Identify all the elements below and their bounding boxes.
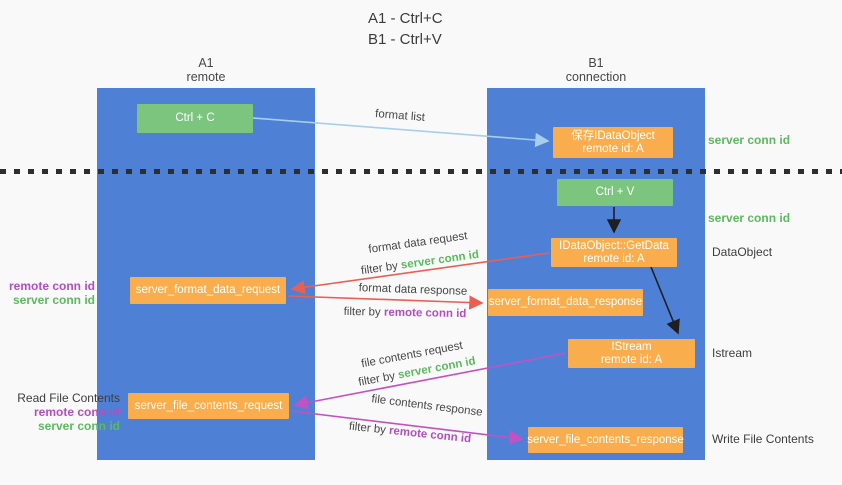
title-line-2: B1 - Ctrl+V	[368, 31, 442, 48]
node-istream-line2: remote id: A	[600, 353, 663, 366]
format-list-arrow	[252, 117, 550, 148]
node-idataobject-getdata: IDataObject::GetData remote id: A	[551, 238, 677, 267]
annotation-write-file-contents: Write File Contents	[712, 432, 814, 446]
node-server-format-data-request: server_format_data_request	[130, 277, 286, 304]
format-data-request-arrow	[290, 252, 550, 295]
node-ctrl-c-label: Ctrl + C	[175, 112, 215, 124]
node-getdata-line2: remote id: A	[583, 252, 645, 265]
node-server-format-data-response: server_format_data_response	[488, 289, 643, 316]
annotation-server-conn-id-lower: server conn id	[37, 419, 120, 433]
annotation-read-file-contents: Read File Contents	[17, 391, 120, 405]
node-save-idataobject: 保存IDataObject remote id: A	[553, 127, 673, 158]
column-b1-id: B1	[588, 56, 604, 70]
node-ctrl-v: Ctrl + V	[557, 179, 673, 206]
getdata-to-istream-arrow	[650, 266, 680, 335]
file-contents-request-arrow	[293, 352, 567, 410]
annotation-remote-conn-id-lower: remote conn id	[33, 405, 120, 419]
annotation-read-file-contents-block: Read File Contents remote conn id server…	[0, 391, 120, 433]
node-file-response-label: server_file_contents_response	[527, 433, 684, 446]
node-ctrl-v-label: Ctrl + V	[595, 186, 635, 198]
column-b1-label: connection	[565, 70, 627, 84]
column-a1-label: remote	[186, 70, 226, 84]
annotation-istream: Istream	[712, 346, 753, 360]
node-save-idataobject-line1: 保存IDataObject	[571, 129, 655, 142]
node-server-file-contents-request: server_file_contents_request	[128, 393, 289, 419]
node-format-request-label: server_format_data_request	[135, 284, 281, 296]
annotation-conn-ids-upper: remote conn id server conn id	[0, 279, 95, 307]
node-istream-line1: IStream	[611, 340, 652, 353]
node-server-file-contents-response: server_file_contents_response	[527, 427, 684, 453]
title-line-1: A1 - Ctrl+C	[368, 10, 443, 27]
annotation-server-conn-id-upper: server conn id	[12, 293, 95, 307]
format-data-response-arrow	[287, 295, 484, 310]
node-save-idataobject-line2: remote id: A	[582, 142, 644, 155]
node-istream: IStream remote id: A	[568, 339, 695, 368]
diagram-title: A1 - Ctrl+C B1 - Ctrl+V	[368, 8, 443, 50]
column-header-b1: B1 connection	[487, 56, 705, 84]
node-format-response-label: server_format_data_response	[488, 296, 643, 308]
annotation-server-conn-id-mid: server conn id	[708, 211, 791, 225]
file-contents-response-arrow	[290, 410, 524, 445]
label-filter-by-text-2: filter by	[343, 305, 381, 319]
node-file-request-label: server_file_contents_request	[134, 399, 283, 412]
column-header-a1: A1 remote	[97, 56, 315, 84]
node-getdata-line1: IDataObject::GetData	[559, 239, 669, 252]
annotation-remote-conn-id-upper: remote conn id	[8, 279, 95, 293]
column-a1-id: A1	[198, 56, 214, 70]
label-filter-by-remote-conn-1: filter by remote conn id	[344, 306, 467, 320]
annotation-dataobject: DataObject	[712, 245, 773, 259]
label-remote-conn-id-1: remote conn id	[383, 306, 467, 321]
node-ctrl-c: Ctrl + C	[137, 104, 253, 133]
annotation-server-conn-id-top: server conn id	[708, 133, 791, 147]
